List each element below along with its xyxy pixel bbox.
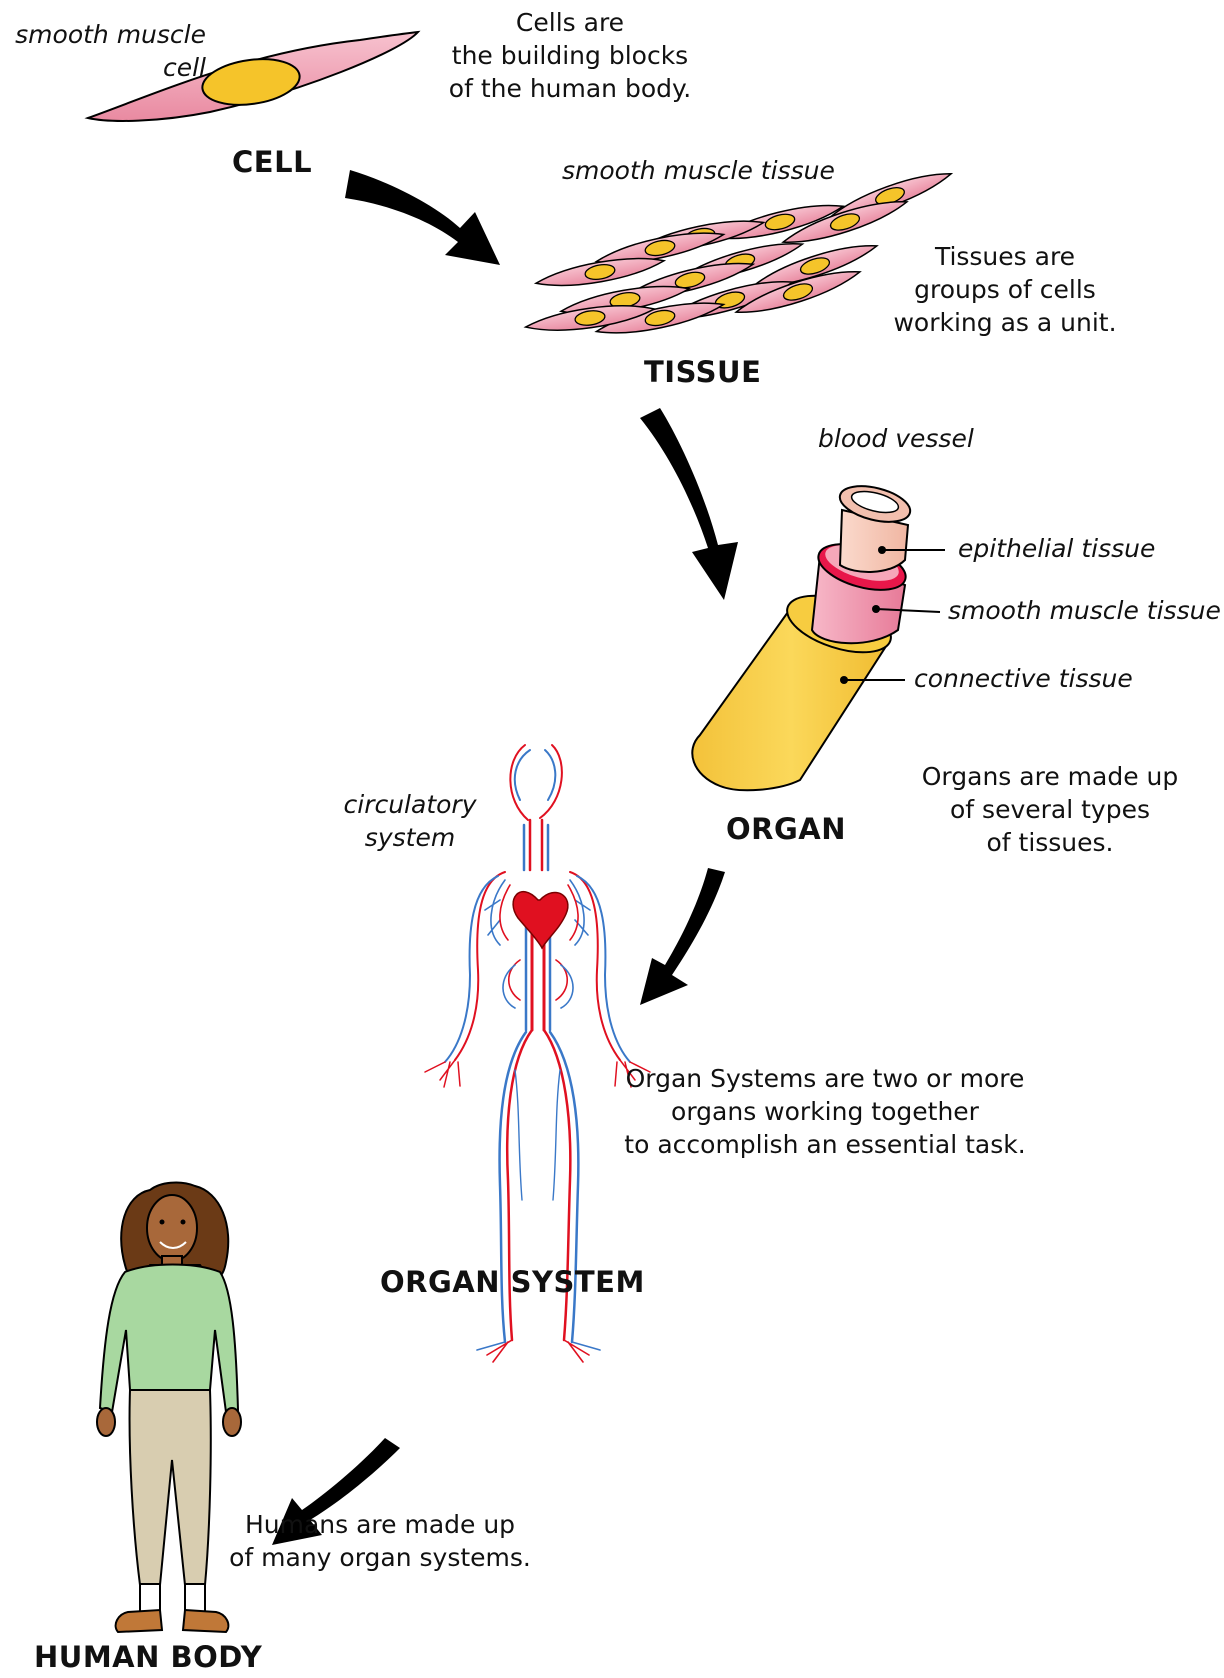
organ-description: Organs are made up of several types of t… — [900, 760, 1200, 859]
tissue-description: Tissues are groups of cells working as a… — [870, 240, 1140, 339]
organ-system-heading: ORGAN SYSTEM — [380, 1265, 645, 1299]
connective-layer-label: connective tissue — [914, 662, 1133, 695]
arrow-organ-to-system — [640, 868, 725, 1005]
human-body-description: Humans are made up of many organ systems… — [220, 1508, 540, 1574]
arrow-tissue-to-organ — [640, 408, 738, 600]
muscle-layer-label: smooth muscle tissue — [948, 594, 1221, 627]
organ-system-label: circulatory system — [330, 788, 490, 854]
human-body-heading: HUMAN BODY — [34, 1640, 262, 1674]
organ-heading: ORGAN — [726, 812, 846, 846]
organ-system-description: Organ Systems are two or more organs wor… — [590, 1062, 1060, 1161]
cell-description: Cells are the building blocks of the hum… — [420, 6, 720, 105]
tissue-heading: TISSUE — [644, 355, 761, 389]
cell-heading: CELL — [232, 145, 312, 179]
organ-label: blood vessel — [818, 422, 974, 455]
tissue-label: smooth muscle tissue — [562, 154, 835, 187]
epithelial-layer-label: epithelial tissue — [958, 532, 1155, 565]
arrow-cell-to-tissue — [345, 170, 500, 265]
cell-label: smooth muscle cell — [10, 18, 206, 84]
blood-vessel — [692, 480, 945, 790]
